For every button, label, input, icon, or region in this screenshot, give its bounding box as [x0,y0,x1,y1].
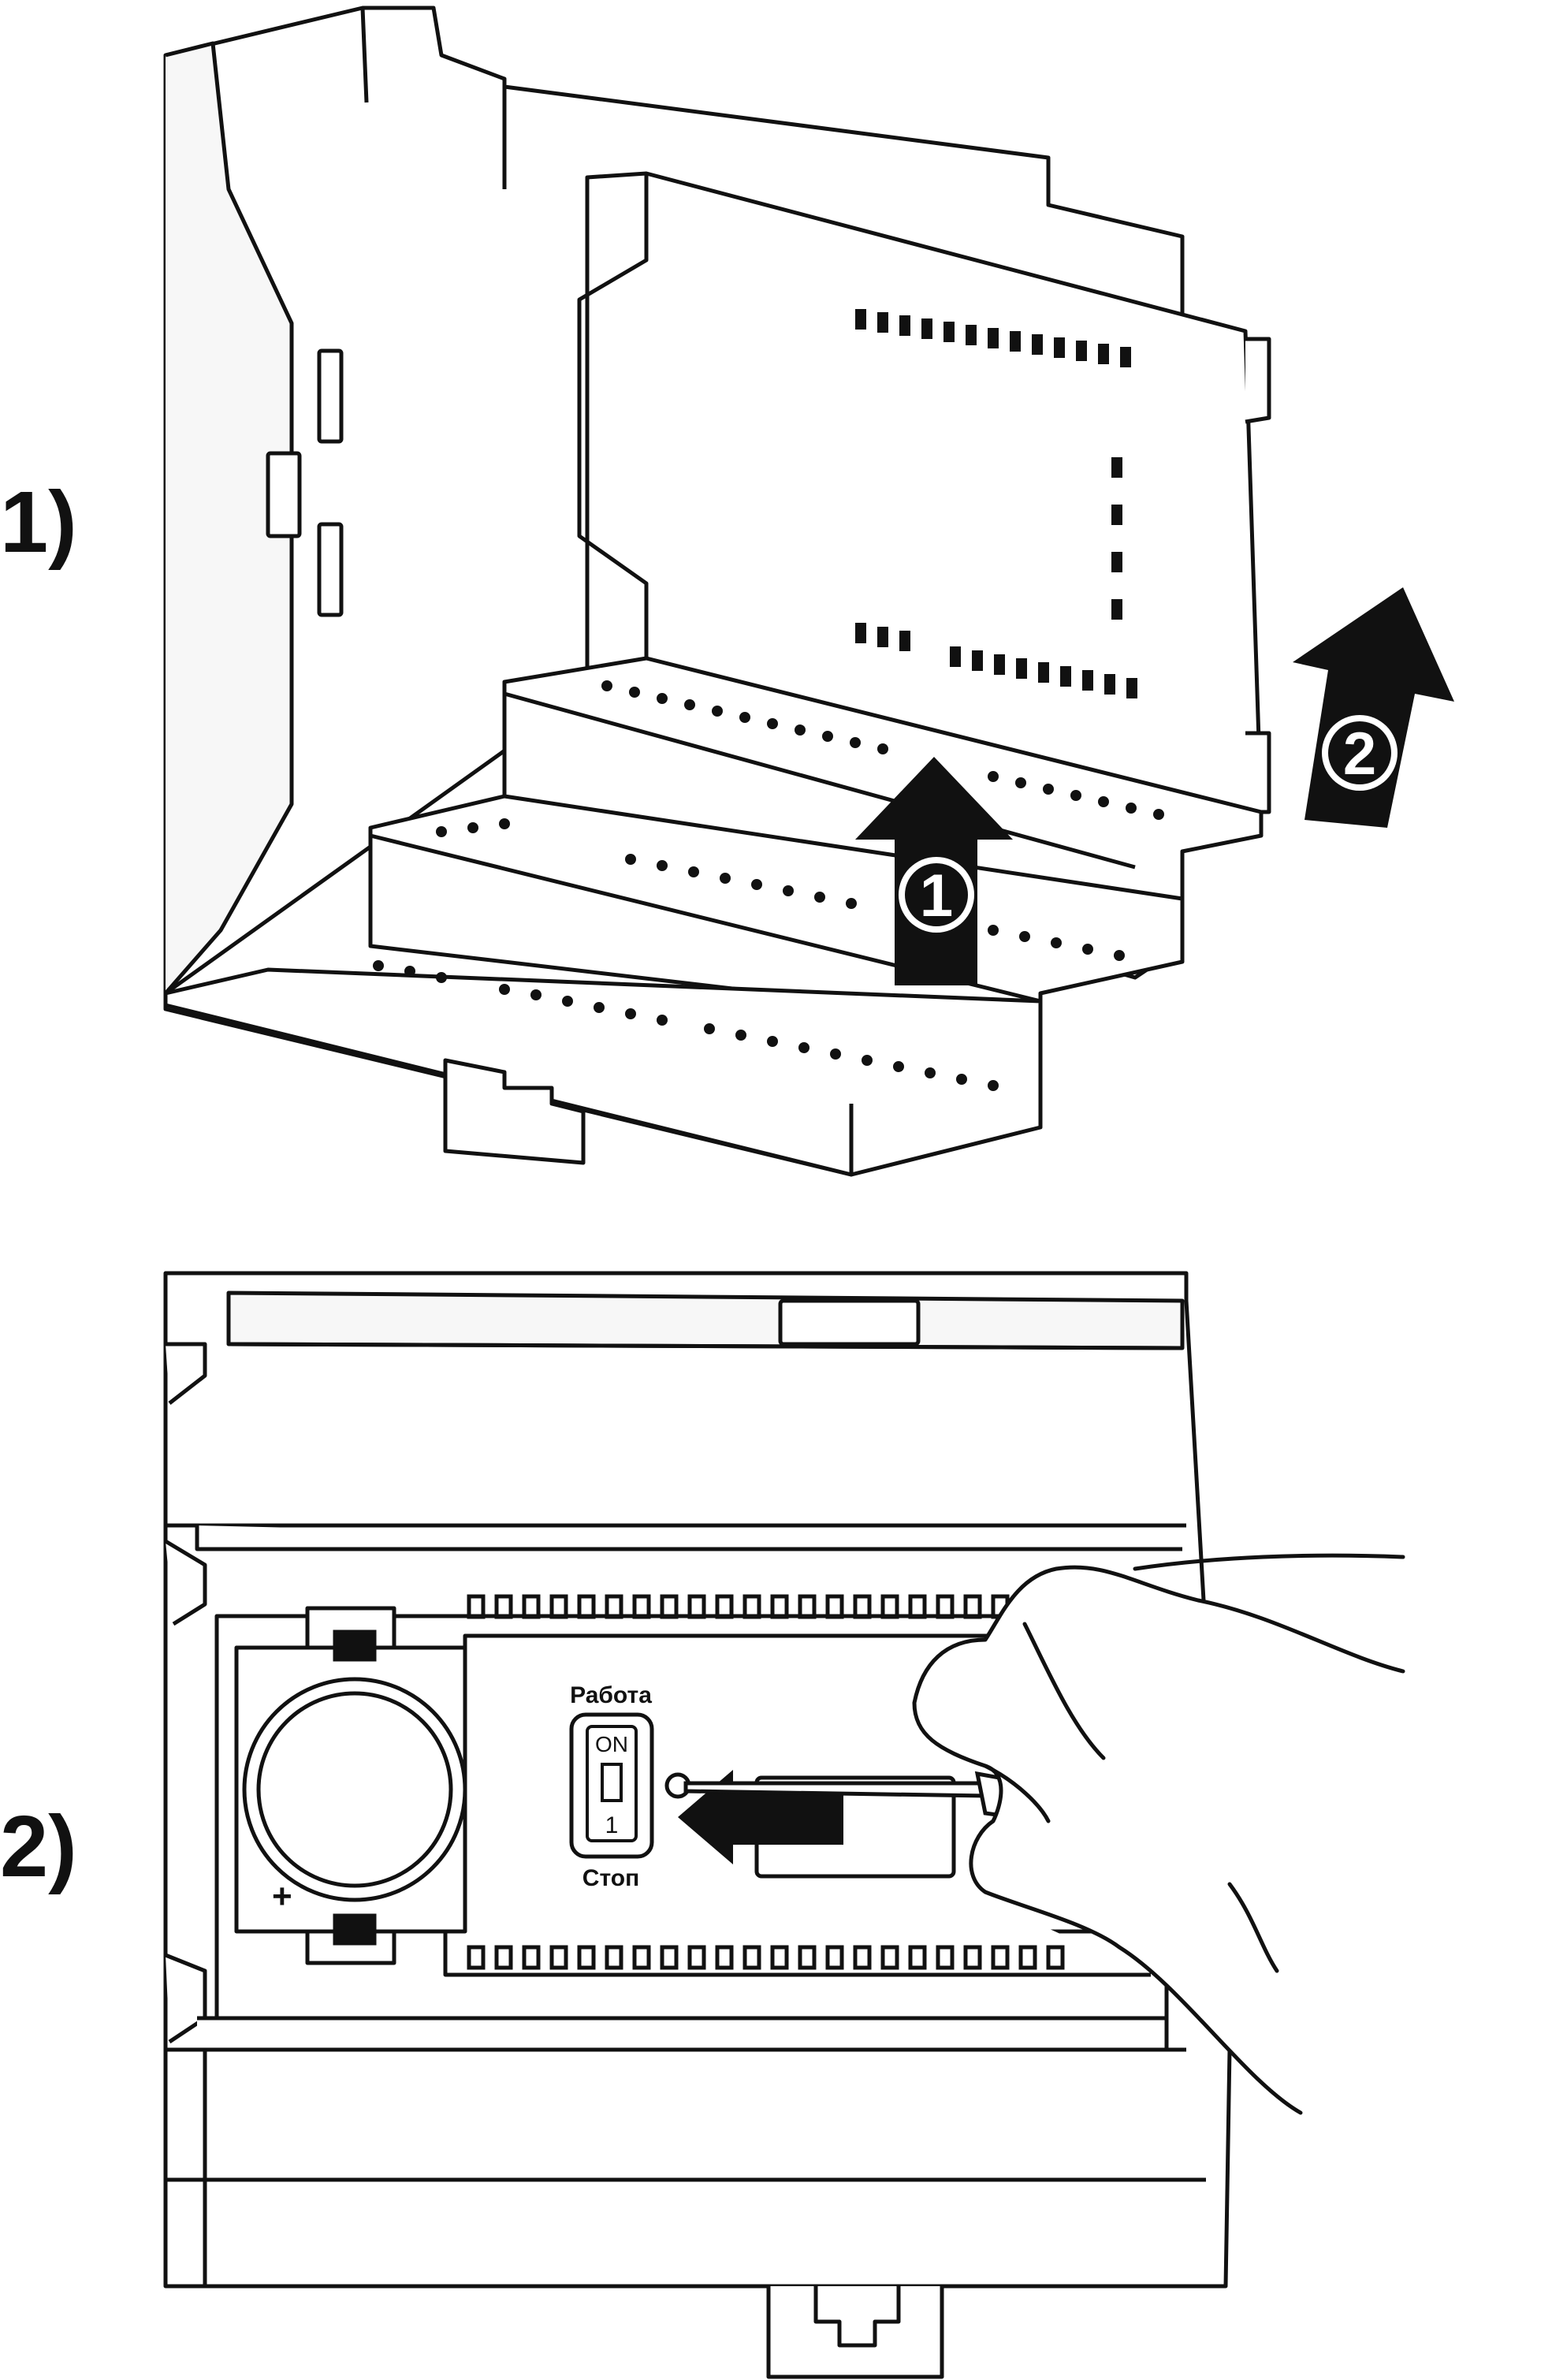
arrow-2: 2 [1293,587,1454,828]
switch-lever[interactable] [601,1763,623,1802]
step-1-label: 1) [0,474,77,571]
run-stop-switch[interactable]: Работа ON 1 Стоп [569,1682,654,1891]
terminal-screws [373,680,1164,1091]
switch-run-label: Работа [570,1682,652,1708]
svg-text:+: + [272,1877,292,1916]
led-windows-bottom [467,1594,1065,1970]
coin-battery: + [242,1629,467,1946]
switch-on-text: ON [595,1732,628,1756]
arrow-1: 1 [855,757,1013,985]
arrow-1-number: 1 [920,862,953,929]
step-2-label: 2) [0,1798,77,1895]
switch-stop-label: Стоп [582,1865,639,1891]
hand [912,1553,1405,2115]
switch-position-text: 1 [605,1812,619,1838]
device-housing-step1 [163,6,1271,1177]
arrow-2-number: 2 [1343,721,1376,788]
led-windows-top [855,309,1137,698]
